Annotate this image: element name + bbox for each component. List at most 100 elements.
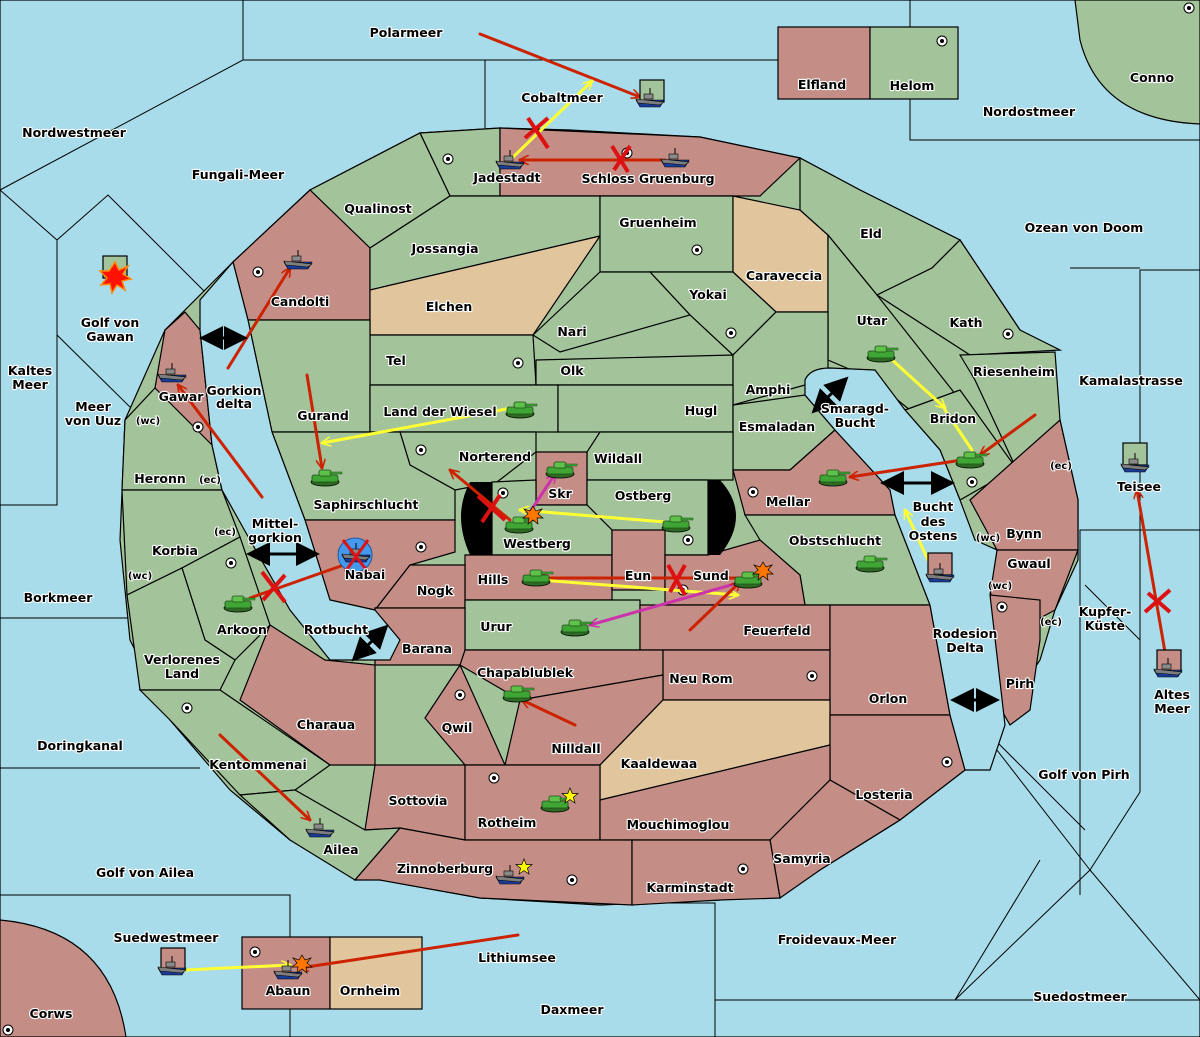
label-altes-meer-2: Meer [1154, 701, 1190, 716]
label-bucht-des-ostens-3: Ostens [909, 528, 958, 543]
label-rotheim: Rotheim [478, 815, 537, 830]
label-mouchimoglou: Mouchimoglou [627, 817, 730, 832]
label-polarmeer: Polarmeer [370, 25, 444, 40]
label-mittelgorkion: Mittel- [252, 516, 299, 531]
label-kamalastrasse: Kamalastrasse [1079, 373, 1183, 388]
failed-x-icon [1143, 588, 1172, 614]
supply-center-icon [181, 702, 193, 714]
label-elfland: Elfland [798, 77, 846, 92]
supply-center-icon [682, 534, 694, 546]
label-nabai: Nabai [345, 567, 386, 582]
label-ozean-von-doom: Ozean von Doom [1025, 220, 1144, 235]
coast-label: (ec) [1040, 617, 1062, 628]
order-support [905, 510, 930, 562]
order-support [518, 510, 667, 524]
supply-center-icon [725, 327, 737, 339]
label-ailea: Ailea [323, 842, 358, 857]
label-borkmeer: Borkmeer [24, 590, 94, 605]
label-utar: Utar [857, 313, 889, 328]
order-support [888, 356, 945, 408]
sea-smaragd-bucht[interactable] [804, 367, 1006, 771]
label-verlorenes-land: Verlorenes [144, 652, 220, 667]
label-meer-von-uuz: Meer [75, 399, 111, 414]
destroyed-unit-icon [98, 260, 133, 295]
label-eld: Eld [860, 226, 882, 241]
label-eun: Eun [625, 568, 651, 583]
label-urur: Urur [480, 619, 512, 634]
label-hugl: Hugl [685, 403, 718, 418]
label-kentommenai: Kentommenai [209, 757, 307, 772]
label-wildall: Wildall [594, 451, 642, 466]
dislodged-x-icon [341, 539, 370, 573]
territory-elfland[interactable] [777, 26, 871, 100]
label-kaaldewaa: Kaaldewaa [621, 756, 698, 771]
double-arrow-icon [811, 376, 849, 414]
supply-center-icon [1183, 2, 1195, 14]
label-caraveccia: Caraveccia [746, 268, 822, 283]
label-yokai: Yokai [688, 287, 727, 302]
label-elchen: Elchen [426, 299, 473, 314]
failed-x-icon [666, 564, 687, 596]
order-move [450, 470, 512, 522]
territory-karminstadt[interactable] [631, 839, 781, 906]
coast-label: (wc) [128, 571, 152, 582]
territory-bynn[interactable] [969, 418, 1079, 551]
order-move [1137, 490, 1167, 654]
label-smaragd-bucht: Smaragd- [821, 401, 889, 416]
double-arrow-icon [351, 624, 389, 662]
label-gwaul: Gwaul [1007, 556, 1050, 571]
label-daxmeer: Daxmeer [540, 1002, 604, 1017]
coast-label: (ec) [199, 475, 221, 486]
label-rodesion-delta-2: Delta [946, 640, 984, 655]
label-candolti: Candolti [271, 294, 330, 309]
label-suedwestmeer: Suedwestmeer [114, 930, 220, 945]
supply-center-icon [566, 874, 578, 886]
label-bynn: Bynn [1006, 526, 1041, 541]
label-land-der-wiesel: Land der Wiesel [383, 404, 496, 419]
coast-label: (ec) [214, 527, 236, 538]
supply-center-icon [488, 772, 500, 784]
coast-label: (ec) [1050, 461, 1072, 472]
label-gurand: Gurand [297, 408, 349, 423]
coast-label: (wc) [988, 581, 1012, 592]
coast-label: (wc) [976, 533, 1000, 544]
label-ornheim: Ornheim [340, 983, 400, 998]
label-abaun: Abaun [266, 983, 311, 998]
supply-center-icon [415, 444, 427, 456]
territory-nari[interactable] [532, 271, 692, 353]
label-gruenheim: Gruenheim [619, 215, 696, 230]
supply-center-icon [691, 244, 703, 256]
sea-mittelgorkion[interactable] [199, 260, 401, 661]
order-support [508, 81, 592, 162]
label-chapablublek: Chapablublek [477, 665, 574, 680]
supply-center-icon [996, 601, 1008, 613]
supply-center-icon [249, 946, 261, 958]
label-feuerfeld: Feuerfeld [743, 623, 810, 638]
label-helom: Helom [890, 78, 935, 93]
supply-center-icon [225, 557, 237, 569]
label-lithiumsee: Lithiumsee [478, 950, 556, 965]
label-amphi: Amphi [746, 382, 791, 397]
label-heronn: Heronn [134, 471, 186, 486]
supply-center-icon [747, 486, 759, 498]
failed-x-icon [523, 116, 550, 150]
label-korbia: Korbia [152, 543, 198, 558]
label-obstschlucht: Obstschlucht [789, 533, 881, 548]
order-move [300, 933, 520, 968]
territory-ornheim[interactable] [329, 936, 423, 1010]
territory-corws[interactable] [0, 919, 127, 1037]
territory-conno[interactable] [1074, 0, 1200, 125]
territory-gruenheim[interactable] [599, 195, 734, 273]
order-convoy [528, 474, 555, 514]
label-meer-von-uuz-2: von Uuz [65, 413, 121, 428]
impassable-east [708, 480, 736, 555]
label-corws: Corws [30, 1006, 73, 1021]
label-gorkion-delta: Gorkion [206, 383, 261, 398]
failed-x-icon [260, 570, 287, 604]
label-ostberg: Ostberg [615, 488, 672, 503]
supply-center-icon [2, 1024, 14, 1036]
label-cobaltmeer: Cobaltmeer [521, 90, 603, 105]
label-smaragd-bucht-2: Bucht [835, 415, 876, 430]
label-nordostmeer: Nordostmeer [983, 104, 1076, 119]
